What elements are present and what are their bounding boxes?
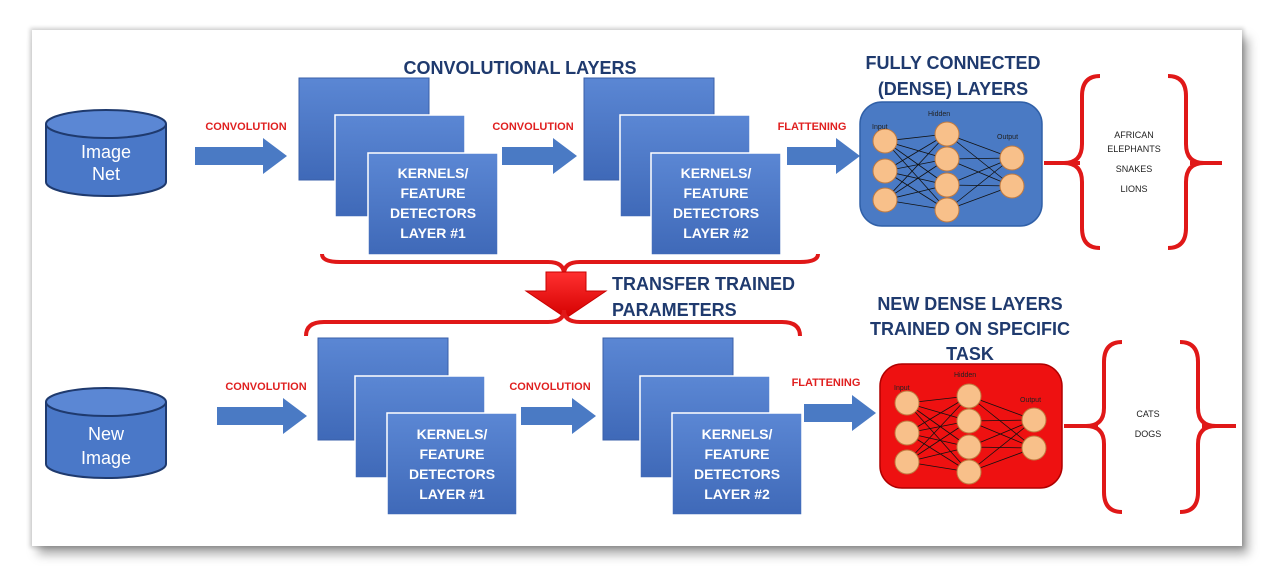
nn-node [934, 197, 960, 223]
arrow-right-icon [217, 398, 307, 434]
kernel-top-1-line2: FEATURE [400, 185, 465, 201]
kernel-top-1-line1: KERNELS/ [398, 165, 469, 181]
nn-node [894, 449, 920, 475]
arrow-right-icon [804, 395, 876, 431]
nn-edge [884, 140, 948, 211]
flatten-label-bottom: FLATTENING [792, 377, 861, 389]
nn-nodes [872, 121, 1025, 223]
nn-node [872, 158, 898, 184]
nn-node [956, 408, 982, 434]
nn-edge [884, 133, 948, 201]
source-top-line2: Net [92, 164, 120, 184]
nn-bottom-input-label: Input [894, 385, 910, 392]
kernel-bottom-2-line4: LAYER #2 [704, 486, 770, 502]
source-top-line1: Image [81, 142, 131, 162]
nn-node [894, 390, 920, 416]
output-top-4: LIONS [1120, 184, 1147, 194]
kernel-top-2-line1: KERNELS/ [681, 165, 752, 181]
source-bottom-line1: New [88, 424, 125, 444]
conv-label-bottom-2: CONVOLUTION [509, 381, 590, 393]
neural-network-top: Input Hidden Output [859, 101, 1043, 227]
conv-layers-title: CONVOLUTIONAL LAYERS [403, 58, 636, 78]
arrow-right-icon [502, 138, 577, 174]
kernel-top-1-line3: DETECTORS [390, 205, 476, 221]
nn-node [1021, 407, 1047, 433]
output-top-3: SNAKES [1116, 164, 1153, 174]
transfer-title-line2: PARAMETERS [612, 300, 737, 320]
arrow-right-icon [521, 398, 596, 434]
new-dense-title-line1: NEW DENSE LAYERS [877, 294, 1062, 314]
nn-edge [906, 395, 970, 463]
nn-node [934, 146, 960, 172]
conv-block-stack-bottom-1: KERNELS/ FEATURE DETECTORS LAYER #1 [317, 337, 518, 516]
nn-bottom-output-label: Output [1020, 397, 1041, 404]
output-bottom-1: CATS [1136, 409, 1159, 419]
nn-node [956, 434, 982, 460]
output-brace-top: AFRICAN ELEPHANTS SNAKES LIONS [1044, 74, 1222, 250]
fc-title-line1: FULLY CONNECTED [865, 53, 1040, 73]
nn-edge [906, 402, 970, 448]
nn-top-hidden-label: Hidden [928, 111, 950, 118]
output-brace-bottom: CATS DOGS [1064, 340, 1236, 514]
nn-edge [968, 395, 1035, 449]
kernel-top-2-line3: DETECTORS [673, 205, 759, 221]
fc-title-line2: (DENSE) LAYERS [878, 79, 1028, 99]
nn-edge [884, 140, 948, 186]
conv-label-bottom-1: CONVOLUTION [225, 381, 306, 393]
nn-node [956, 459, 982, 485]
nn-top-input-label: Input [872, 124, 888, 131]
kernel-bottom-1-line4: LAYER #1 [419, 486, 485, 502]
nn-bottom-hidden-label: Hidden [954, 372, 976, 379]
source-bottom-line2: Image [81, 448, 131, 468]
kernel-top-1-line4: LAYER #1 [400, 225, 466, 241]
kernel-bottom-1-line3: DETECTORS [409, 466, 495, 482]
imagenet-database-icon: Image Net [45, 109, 167, 197]
arrow-right-icon [195, 138, 287, 174]
transfer-brace-lower [304, 309, 802, 337]
new-dense-title-line2: TRAINED ON SPECIFIC [870, 319, 1070, 339]
nn-node [956, 383, 982, 409]
kernel-top-2-line4: LAYER #2 [683, 225, 749, 241]
nn-node [894, 420, 920, 446]
kernel-bottom-2-line2: FEATURE [704, 446, 769, 462]
kernel-bottom-1-line2: FEATURE [419, 446, 484, 462]
nn-edge [968, 419, 1035, 473]
nn-node [934, 121, 960, 147]
kernel-bottom-1-line1: KERNELS/ [417, 426, 488, 442]
nn-edge [946, 133, 1013, 187]
new-dense-title-line3: TASK [946, 344, 994, 364]
new-image-database-icon: New Image [45, 387, 167, 479]
kernel-bottom-2-line3: DETECTORS [694, 466, 780, 482]
output-top-1: AFRICAN [1114, 130, 1154, 140]
conv-block-stack-bottom-2: KERNELS/ FEATURE DETECTORS LAYER #2 [602, 337, 803, 516]
nn-node [934, 172, 960, 198]
transfer-brace-upper [320, 253, 820, 275]
conv-block-stack-top-2: KERNELS/ FEATURE DETECTORS LAYER #2 [583, 77, 782, 256]
nn-node [872, 187, 898, 213]
transfer-title-line1: TRANSFER TRAINED [612, 274, 795, 294]
nn-node [999, 173, 1025, 199]
flatten-label-top: FLATTENING [778, 121, 847, 133]
output-bottom-2: DOGS [1135, 429, 1162, 439]
nn-node [1021, 435, 1047, 461]
arrow-right-icon [787, 138, 860, 174]
output-top-2: ELEPHANTS [1107, 144, 1161, 154]
nn-edge [946, 157, 1013, 211]
neural-network-bottom: Input Hidden Output [879, 363, 1063, 489]
conv-block-stack-top-1: KERNELS/ FEATURE DETECTORS LAYER #1 [298, 77, 499, 256]
nn-edge [906, 402, 970, 473]
kernel-bottom-2-line1: KERNELS/ [702, 426, 773, 442]
nn-top-output-label: Output [997, 134, 1018, 141]
conv-label-top-1: CONVOLUTION [205, 121, 286, 133]
down-arrow-icon [524, 271, 608, 319]
kernel-top-2-line2: FEATURE [683, 185, 748, 201]
nn-node [872, 128, 898, 154]
nn-nodes [894, 383, 1047, 485]
nn-node [999, 145, 1025, 171]
conv-label-top-2: CONVOLUTION [492, 121, 573, 133]
